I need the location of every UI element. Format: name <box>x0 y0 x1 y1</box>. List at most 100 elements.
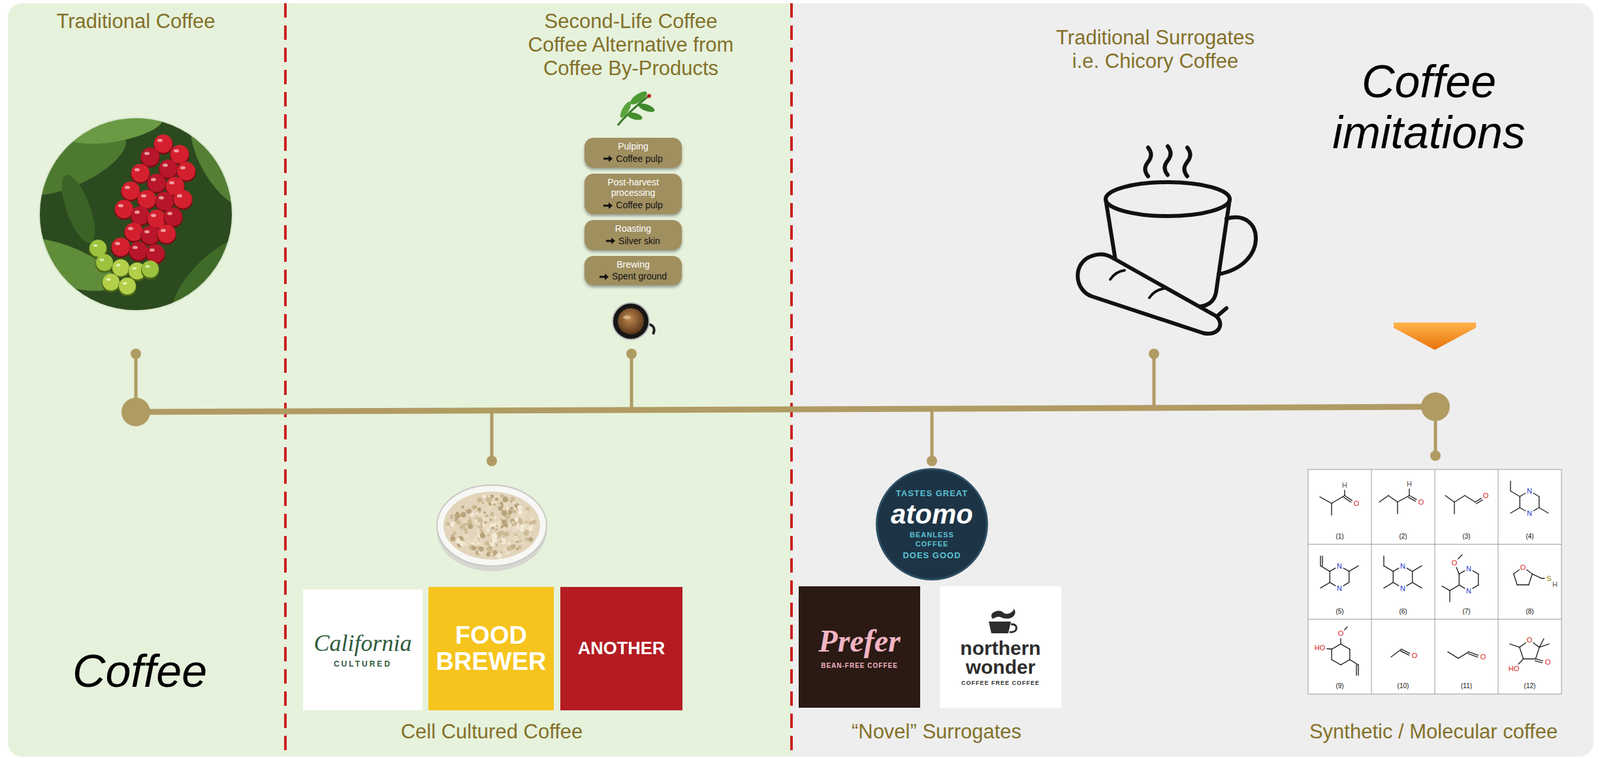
region-title: Coffee <box>72 646 208 697</box>
petri-dish <box>436 485 547 572</box>
output-row: Silver skin <box>606 235 661 247</box>
section-heading: Traditional Coffee <box>56 9 216 34</box>
label-anchor: (7) <box>1462 608 1471 616</box>
step-name: Pulping <box>617 141 649 153</box>
label-anchor: (4) <box>1525 533 1534 541</box>
brand-name: FOOD BREWER <box>433 623 549 676</box>
label-anchor: O <box>1338 630 1344 638</box>
step-output: Coffee pulp <box>615 199 663 211</box>
arrow-icon <box>603 155 613 162</box>
output-row: Spent ground <box>599 271 667 283</box>
atom-symbol: O <box>1418 498 1425 507</box>
label-anchor: Traditional Surrogates i.e. Chicory Coff… <box>1050 26 1260 74</box>
step-output: Silver skin <box>618 235 661 247</box>
atom-symbol: H <box>1552 580 1558 588</box>
label-anchor: HO <box>1508 665 1520 673</box>
label-anchor: O <box>1418 498 1425 507</box>
down-arrow <box>1393 322 1476 351</box>
atom-symbol: N <box>1526 510 1533 518</box>
atom-symbol: N <box>1466 564 1472 573</box>
atom-symbol: O <box>1338 630 1344 638</box>
label-anchor: “Novel” Surrogates <box>851 720 1022 744</box>
atom-symbol: N <box>1336 562 1343 570</box>
logo-icon <box>979 607 1022 637</box>
molecule-structures <box>1319 481 1550 676</box>
output-row: Coffee pulp <box>603 153 663 165</box>
label-anchor: H <box>1342 481 1348 490</box>
brand-name: Prefer <box>818 624 900 659</box>
separator-line <box>284 3 287 757</box>
text-anchor: Coffee imitations <box>1317 56 1540 159</box>
brand-logo: PreferBEAN-FREE COFFEE <box>798 586 921 708</box>
callout-number: (10) <box>1397 683 1410 690</box>
atom-symbol: O <box>1480 653 1487 661</box>
step-output: Coffee pulp <box>615 153 663 165</box>
atom-symbol: N <box>1336 584 1343 592</box>
arrow-icon <box>603 202 613 209</box>
label-anchor: N <box>1466 587 1472 595</box>
label-anchor: N <box>1400 584 1406 592</box>
brand-logo: ANOTHER <box>560 587 683 711</box>
atom-symbol: O <box>1545 658 1552 667</box>
atom-symbol: N <box>1466 587 1472 595</box>
label-anchor: N <box>1400 562 1406 570</box>
atom-symbol: O <box>1526 636 1533 644</box>
step-name: Brewing <box>616 259 650 271</box>
brand-name: atomo <box>890 500 974 529</box>
label-anchor: (10) <box>1397 683 1410 690</box>
callout-number: (1) <box>1335 533 1344 541</box>
brand-logo: FOOD BREWER <box>428 587 554 711</box>
callout-number: (12) <box>1524 683 1536 690</box>
espresso-cup-icon <box>612 303 655 340</box>
atom-symbol: O <box>1520 563 1527 571</box>
label-anchor: Second-Life Coffee Coffee Alternative fr… <box>521 9 741 81</box>
arrow-icon <box>599 273 609 281</box>
brand-tagline: TASTES GREAT <box>896 488 968 499</box>
atom-symbol: H <box>1342 481 1348 490</box>
label-anchor: (11) <box>1460 683 1472 690</box>
label-anchor: O <box>1526 636 1533 644</box>
separator-line <box>790 3 793 757</box>
label-anchor: O <box>1545 658 1552 667</box>
label-anchor: O <box>1520 563 1527 571</box>
atom-symbol: HO <box>1508 665 1520 673</box>
callout-number: (3) <box>1462 533 1471 541</box>
label-anchor: Traditional Coffee <box>56 9 216 34</box>
molecule-table <box>1308 469 1562 695</box>
atom-symbol: S <box>1546 574 1552 582</box>
label-anchor: H <box>1406 480 1412 488</box>
callout-number: (9) <box>1335 683 1344 690</box>
label-anchor: (9) <box>1335 683 1344 690</box>
section-heading: Cell Cultured Coffee <box>400 720 584 744</box>
section-heading: Synthetic / Molecular coffee <box>1309 720 1558 744</box>
label-anchor: O <box>1483 492 1489 500</box>
label-anchor: N <box>1526 487 1533 496</box>
callout-number: (6) <box>1398 608 1407 616</box>
process-step: RoastingSilver skin <box>584 220 682 251</box>
text-anchor: Coffee <box>72 646 208 697</box>
label-anchor: HO <box>1314 644 1326 652</box>
label-anchor: (8) <box>1525 608 1534 616</box>
label-anchor: Synthetic / Molecular coffee <box>1309 720 1558 744</box>
step-name: Post-harvest processing <box>588 176 678 200</box>
callout-number: (4) <box>1525 533 1534 541</box>
step-name: Roasting <box>615 223 652 235</box>
brand-logo: CaliforniaCULTURED <box>303 589 423 711</box>
atom-symbol: O <box>1483 492 1489 500</box>
label-anchor: H <box>1552 580 1558 588</box>
brand-name: California <box>313 630 412 657</box>
label-anchor: S <box>1546 574 1552 582</box>
callout-number: (7) <box>1462 608 1471 616</box>
label-anchor: Cell Cultured Coffee <box>400 720 584 744</box>
section-heading: “Novel” Surrogates <box>851 720 1022 744</box>
label-anchor: O <box>1480 653 1487 661</box>
section-heading: Traditional Surrogates i.e. Chicory Coff… <box>1050 26 1260 74</box>
atom-symbol: H <box>1406 480 1412 488</box>
region-band: CoffeePulpingCoffee pulpPost-harvest pro… <box>7 3 792 757</box>
arrow-icon <box>606 237 616 245</box>
label-anchor: N <box>1526 510 1533 518</box>
output-row: Coffee pulp <box>603 199 663 211</box>
brand-tagline: BEAN-FREE COFFEE <box>820 661 898 671</box>
callout-number: (8) <box>1525 608 1534 616</box>
label-anchor: (3) <box>1462 533 1471 541</box>
